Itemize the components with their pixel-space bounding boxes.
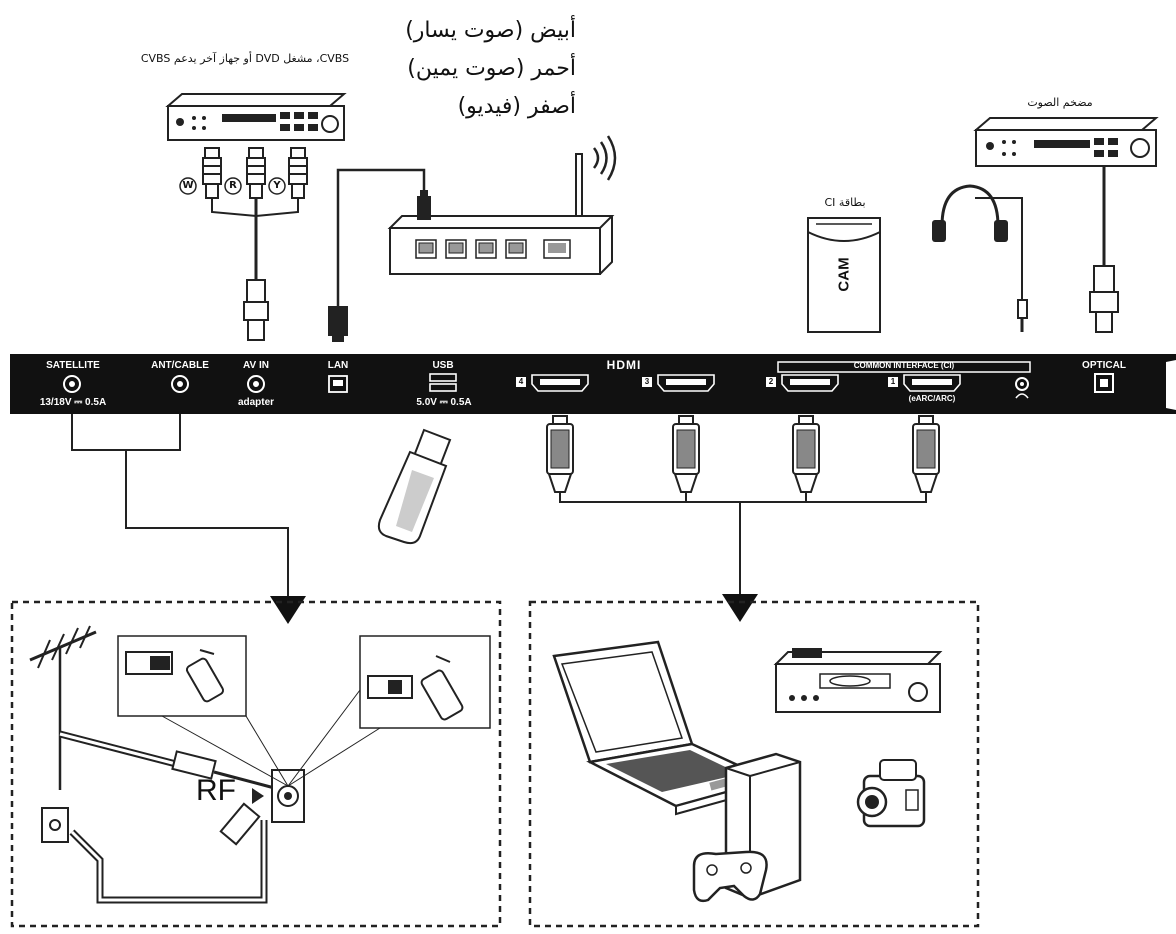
hdmi-devices-box bbox=[528, 600, 980, 928]
zoom-callouts bbox=[117, 635, 491, 787]
wifi-signal-icon bbox=[592, 135, 617, 181]
camcorder-icon bbox=[856, 759, 926, 828]
lan-cable bbox=[328, 168, 431, 342]
av-adapter-plug bbox=[243, 279, 269, 341]
yellow-video-label: أصفر (فيديو) bbox=[457, 94, 576, 119]
hdmi-cables bbox=[546, 415, 940, 622]
hdmi-port-4: 4 bbox=[518, 377, 524, 386]
ant-cable-label: ANT/CABLE bbox=[151, 360, 209, 371]
hdmi-port-1: 1 bbox=[890, 377, 896, 386]
dvd-player-label: CVBS، مشغل DVD أو جهاز آخر يدعم CVBS bbox=[140, 52, 350, 65]
usb-spec-label: 5.0V ⎓ 0.5A bbox=[416, 397, 472, 408]
wall-socket-icon bbox=[41, 807, 69, 843]
cam-label: CAM bbox=[835, 257, 853, 292]
plug-letter-red: R bbox=[229, 180, 237, 191]
satellite-spec-label: 13/18V ⎓ 0.5A bbox=[39, 397, 107, 408]
rf-devices-box bbox=[10, 600, 502, 928]
av-in-label: AV IN bbox=[243, 360, 269, 371]
router-icon bbox=[387, 153, 615, 275]
optical-label: OPTICAL bbox=[1082, 360, 1126, 371]
lan-label: LAN bbox=[327, 360, 349, 371]
av-in-adapter-label: adapter bbox=[237, 397, 275, 408]
satellite-label: SATELLITE bbox=[46, 360, 100, 371]
gamepad-icon bbox=[692, 850, 768, 903]
ci-card-label: بطاقة CI bbox=[824, 196, 866, 209]
plug-letter-badges bbox=[179, 177, 286, 195]
rca-plugs bbox=[202, 147, 308, 280]
amplifier-label: مضخم الصوت bbox=[1027, 96, 1093, 109]
plug-letter-yellow: Y bbox=[273, 180, 281, 191]
antenna-icon bbox=[29, 625, 97, 790]
amplifier-icon bbox=[973, 117, 1159, 167]
earc-label: (eARC/ARC) bbox=[908, 394, 956, 403]
bluray-player-icon bbox=[773, 648, 943, 713]
ci-card-icon bbox=[807, 217, 881, 333]
coax-cables bbox=[59, 730, 283, 904]
common-interface-label: COMMON INTERFACE (CI) bbox=[853, 361, 955, 370]
rf-label: RF bbox=[196, 774, 236, 807]
plug-letter-white: W bbox=[182, 180, 194, 191]
tv-rf-socket-icon bbox=[252, 769, 305, 823]
headphones-icon bbox=[932, 184, 1028, 332]
white-audio-label: أبيض (صوت يسار) bbox=[405, 18, 576, 43]
hdmi-port-2: 2 bbox=[768, 377, 774, 386]
dvd-player-icon bbox=[165, 93, 347, 141]
rf-lines bbox=[71, 414, 306, 624]
usb-label: USB bbox=[432, 360, 454, 371]
hdmi-port-3: 3 bbox=[644, 377, 650, 386]
tv-back-panel bbox=[10, 354, 1176, 414]
red-audio-label: أحمر (صوت يمين) bbox=[407, 56, 576, 81]
optical-cable bbox=[1089, 166, 1119, 333]
usb-stick-icon bbox=[377, 428, 452, 545]
hdmi-logo: HDMI bbox=[606, 358, 642, 372]
